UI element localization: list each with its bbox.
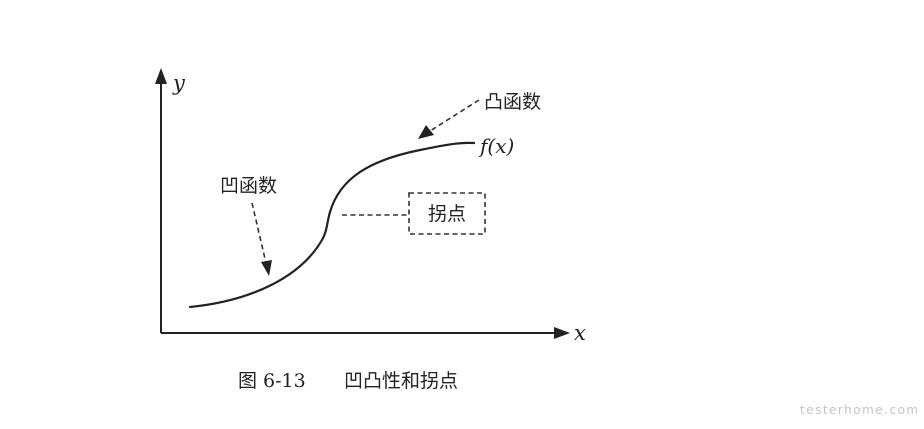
convex-arrow-icon	[418, 125, 434, 139]
function-curve	[188, 141, 476, 309]
watermark: testerhome.com	[800, 403, 920, 417]
caption-title: 凹凸性和拐点	[344, 370, 458, 392]
convex-label: 凸函数	[484, 91, 541, 113]
concave-label: 凹函数	[220, 175, 277, 197]
y-axis-label: y	[172, 71, 186, 95]
concave-arrow-line	[251, 202, 267, 264]
y-axis-arrow-icon	[155, 68, 167, 84]
concave-arrow-icon	[261, 260, 272, 276]
caption-number: 图 6-13	[238, 370, 306, 392]
x-axis-label: x	[574, 321, 586, 345]
inflection-box	[408, 192, 486, 235]
curve-label: f(x)	[478, 134, 514, 158]
convex-arrow-line	[429, 99, 480, 132]
x-axis-arrow-icon	[554, 327, 570, 339]
inflection-label: 拐点	[428, 203, 466, 225]
